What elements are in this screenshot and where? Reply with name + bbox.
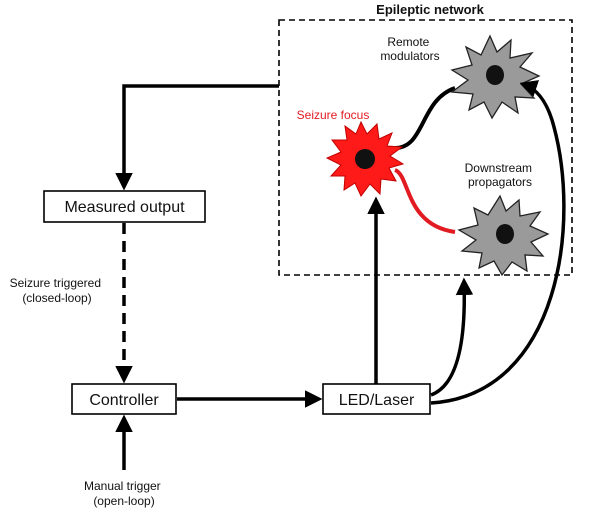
led-laser-box: LED/Laser — [322, 383, 431, 415]
remote-modulators-line-1: Remote — [387, 35, 429, 49]
seizure-triggered-line-2: (closed-loop) — [22, 291, 91, 305]
focus-to-remote-connection — [394, 86, 456, 150]
seizure-focus-label: Seizure focus — [297, 108, 370, 122]
downstream-propagator-nucleus — [496, 224, 514, 244]
seizure-focus-nucleus — [355, 149, 375, 169]
focus-to-downstream-connection — [393, 168, 456, 234]
downstream-propagators-line-2: propagators — [468, 175, 532, 189]
network-boundary — [278, 19, 573, 276]
measured-output-box: Measured output — [43, 190, 206, 223]
downstream-propagators-label: Downstream propagators — [465, 161, 536, 189]
seizure-triggered-line-1: Seizure triggered — [10, 276, 101, 290]
seizure-focus-neuron — [325, 120, 405, 197]
remote-modulators-line-2: modulators — [380, 49, 439, 63]
led-laser-to-downstream-arrow — [430, 277, 474, 397]
manual-trigger-line-1: Manual trigger — [84, 479, 161, 493]
measured-output-label: Measured output — [64, 199, 185, 216]
remote-modulator-neuron — [450, 34, 541, 120]
manual-trigger-line-2: (open-loop) — [93, 494, 154, 508]
remote-modulator-nucleus — [486, 65, 504, 85]
seizure-triggered-label: Seizure triggered (closed-loop) — [10, 276, 105, 305]
led-laser-to-remote-arrow — [430, 80, 566, 405]
controller-box: Controller — [71, 383, 177, 415]
downstream-propagators-line-1: Downstream — [465, 161, 532, 175]
downstream-propagator-neuron — [457, 194, 550, 277]
led-laser-label: LED/Laser — [339, 392, 415, 409]
network-title: Epileptic network — [376, 2, 484, 17]
controller-label: Controller — [89, 392, 159, 409]
network-to-measured-output-arrow — [115, 84, 279, 191]
manual-trigger-label: Manual trigger (open-loop) — [84, 479, 164, 508]
remote-modulators-label: Remote modulators — [380, 35, 439, 63]
